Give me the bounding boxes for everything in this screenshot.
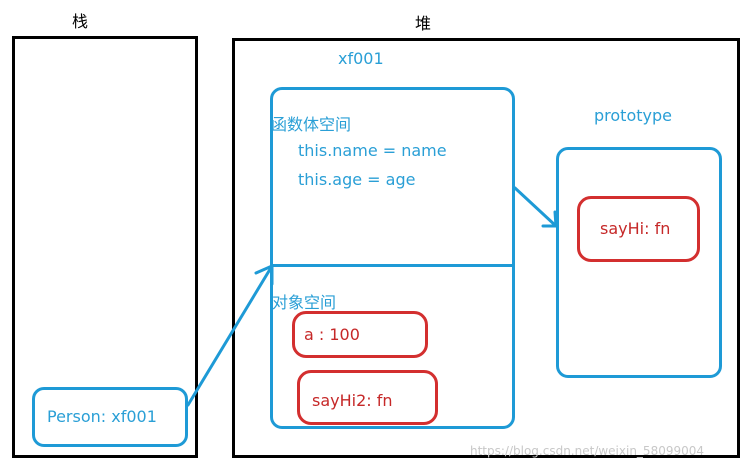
prototype-arrow-line [513, 186, 558, 228]
prototype-box [556, 147, 722, 378]
stack-region [12, 36, 198, 458]
function-object-box [270, 87, 515, 429]
stack-title: 栈 [72, 12, 89, 31]
heap-title: 堆 [415, 14, 432, 33]
function-line-name: this.name = name [298, 141, 447, 160]
method-sayhi-label: sayHi: fn [600, 219, 671, 238]
person-ref-box [32, 387, 188, 447]
heap-region [232, 38, 740, 458]
reference-arrow-line [186, 264, 274, 407]
property-a-box [292, 311, 428, 358]
method-sayhi2-label: sayHi2: fn [312, 391, 393, 410]
prototype-arrow-head [541, 210, 558, 228]
function-space-title: 函数体空间 [271, 115, 352, 134]
object-space-title: 对象空间 [272, 293, 337, 312]
heap-address: xf001 [338, 49, 384, 68]
space-divider [272, 264, 513, 267]
reference-arrow-head [254, 264, 274, 286]
prototype-title: prototype [594, 106, 672, 125]
function-line-age: this.age = age [298, 170, 416, 189]
method-sayhi-box [577, 196, 700, 262]
method-sayhi2-box [297, 370, 438, 425]
watermark: https://blog.csdn.net/weixin_58099004 [470, 444, 705, 458]
person-ref-label: Person: xf001 [47, 407, 157, 426]
property-a-label: a : 100 [304, 325, 360, 344]
